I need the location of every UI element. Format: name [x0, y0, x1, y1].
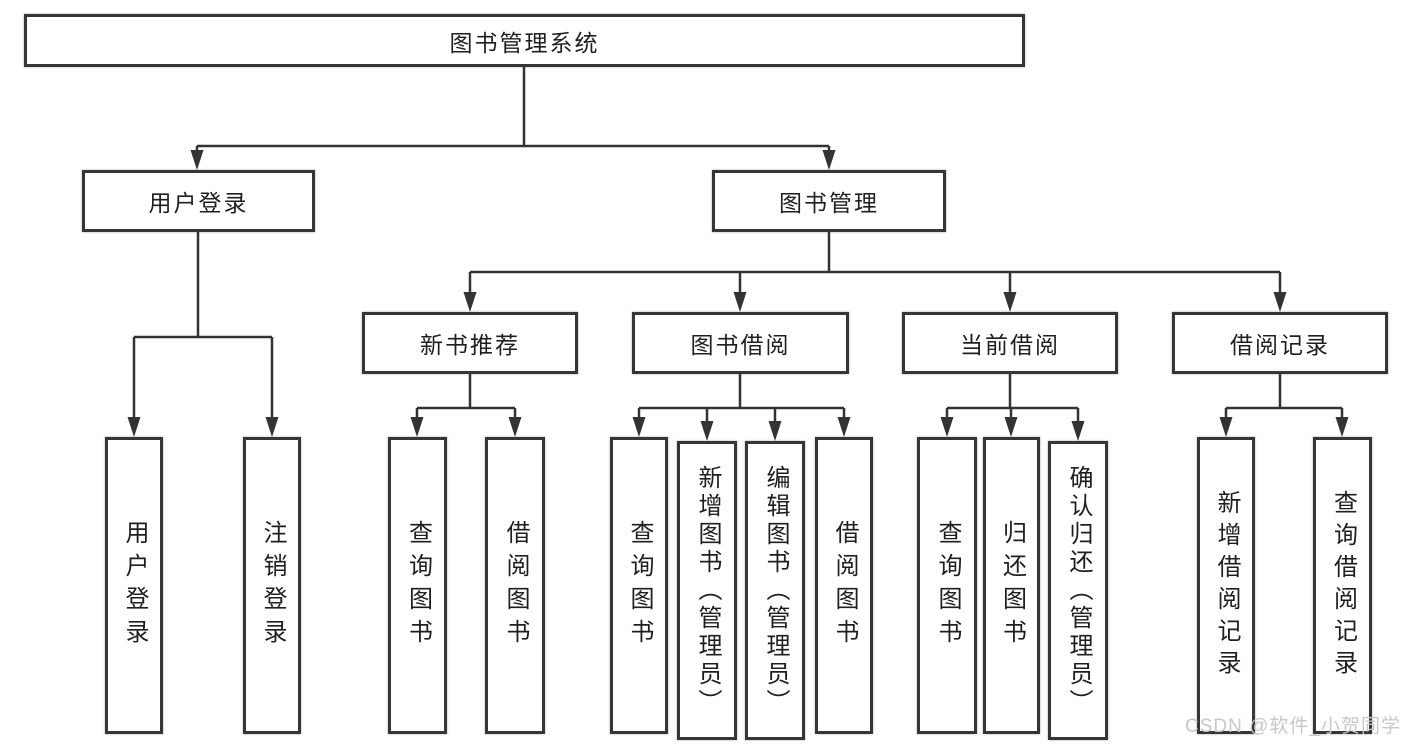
leaf-logout: 注销登录	[243, 437, 301, 734]
leaf-query-books-borrowing: 查询图书	[610, 437, 668, 734]
leaf-edit-books-admin: 编辑图书（管理员）	[745, 441, 805, 740]
node-library-management-system: 图书管理系统	[24, 14, 1025, 67]
node-current-borrowing: 当前借阅	[902, 312, 1118, 374]
arrowheads	[127, 150, 1349, 441]
leaf-borrow-books-recommendation: 借阅图书	[485, 437, 545, 734]
csdn-watermark: CSDN @软件_小贺同学	[1185, 716, 1401, 737]
node-new-book-recommendation: 新书推荐	[362, 312, 578, 374]
leaf-add-books-admin: 新增图书（管理员）	[677, 441, 737, 740]
leaf-return-books: 归还图书	[983, 437, 1040, 734]
node-user-login: 用户登录	[82, 170, 315, 232]
leaf-borrow-books: 借阅图书	[815, 437, 873, 734]
leaf-confirm-return-admin: 确认归还（管理员）	[1048, 441, 1108, 740]
leaf-query-books-current: 查询图书	[917, 437, 977, 734]
node-book-management: 图书管理	[712, 170, 946, 232]
node-book-borrowing: 图书借阅	[632, 312, 849, 374]
leaf-user-login: 用户登录	[105, 437, 163, 734]
leaf-query-borrowing-record: 查询借阅记录	[1313, 437, 1372, 734]
leaf-add-borrowing-record: 新增借阅记录	[1197, 437, 1255, 734]
leaf-query-books-recommendation: 查询图书	[388, 437, 447, 734]
node-borrowing-records: 借阅记录	[1172, 312, 1388, 374]
